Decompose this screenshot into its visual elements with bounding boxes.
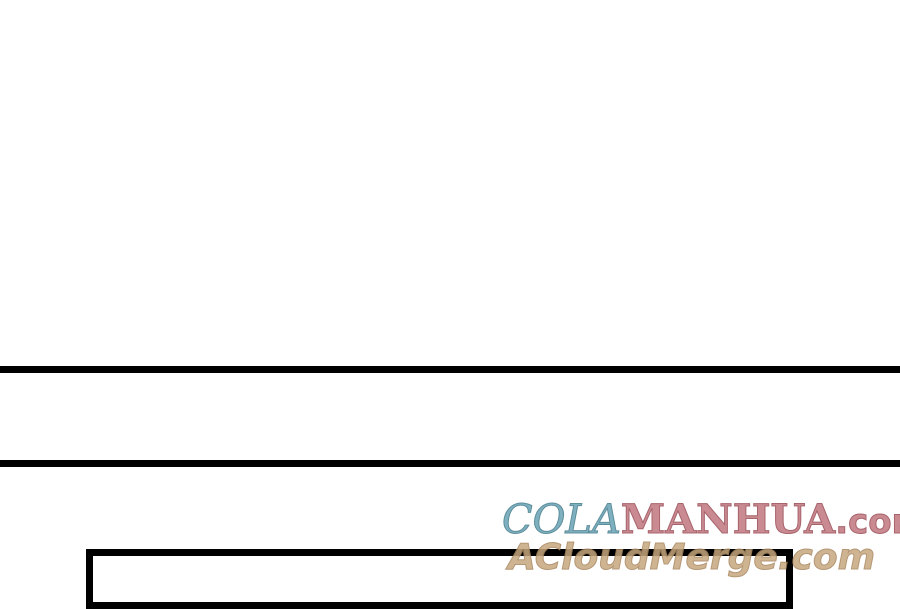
panel-border-top (0, 366, 900, 373)
watermark-primary: COLAMANHUA.com (502, 496, 900, 546)
watermark-com: .com (835, 502, 900, 543)
watermark-manhua: MANHUA (620, 496, 836, 544)
watermark-cola: COLA (502, 497, 622, 544)
comic-page: COLAMANHUA.com ACloudMerge.com (0, 366, 900, 609)
panel-frame (86, 549, 793, 609)
panel-border-bottom (0, 460, 900, 467)
